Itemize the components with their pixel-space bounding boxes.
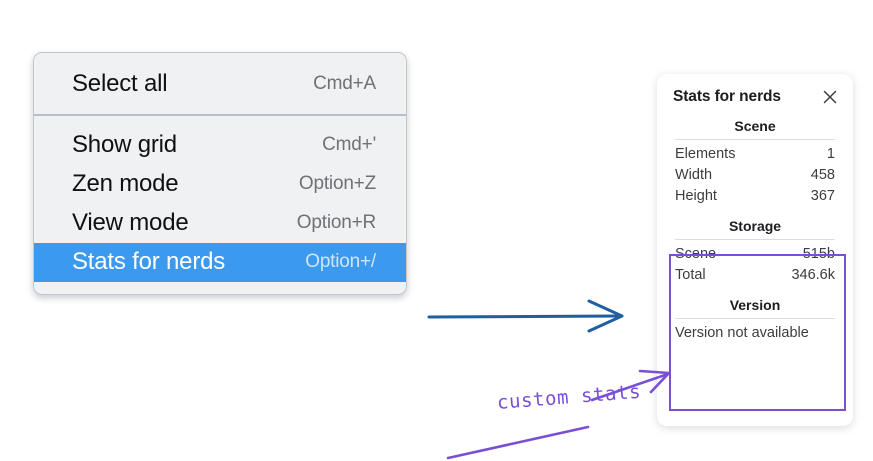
- menu-item-label: Stats for nerds: [72, 248, 226, 275]
- menu-item-stats-for-nerds[interactable]: Stats for nerds Option+/: [34, 243, 406, 282]
- menu-item-label: View mode: [72, 209, 189, 236]
- stat-row-height: Height 367: [673, 185, 837, 206]
- close-icon[interactable]: [821, 88, 839, 106]
- menu-item-shortcut: Cmd+': [322, 134, 376, 155]
- stats-group-heading: Version: [729, 297, 781, 313]
- stat-value: 367: [810, 187, 835, 204]
- menu-item-shortcut: Option+Z: [298, 173, 376, 194]
- menu-item-shortcut: Option+R: [296, 212, 376, 233]
- blue-arrow-annotation: [427, 299, 624, 333]
- menu-item-show-grid[interactable]: Show grid Cmd+': [34, 126, 406, 165]
- divider: [675, 139, 835, 140]
- stat-row-elements: Elements 1: [673, 143, 837, 164]
- menu-item-shortcut: Option+/: [305, 251, 376, 272]
- stat-key: Scene: [675, 245, 717, 262]
- menu-item-select-all[interactable]: Select all Cmd+A: [34, 65, 406, 104]
- menu-item-shortcut: Cmd+A: [313, 73, 376, 94]
- stat-value: 346.6k: [791, 266, 835, 283]
- stat-version-value: Version not available: [675, 325, 809, 341]
- menu-section-selection: Select all Cmd+A: [34, 53, 406, 114]
- stats-group-version: Version Version not available: [669, 285, 841, 344]
- stats-group-heading: Scene: [734, 118, 776, 134]
- stat-key: Height: [675, 187, 717, 204]
- menu-item-label: Zen mode: [72, 170, 179, 197]
- canvas-context-menu[interactable]: Select all Cmd+A Show grid Cmd+' Zen mod…: [33, 52, 407, 295]
- stat-key: Elements: [675, 145, 736, 162]
- menu-item-label: Select all: [72, 70, 168, 97]
- stat-value: 1: [826, 145, 835, 162]
- stats-group-scene: Scene Elements 1 Width 458 Height 367: [669, 106, 841, 206]
- stat-key: Total: [675, 266, 706, 283]
- divider: [675, 239, 835, 240]
- menu-section-view: Show grid Cmd+' Zen mode Option+Z View m…: [34, 116, 406, 282]
- custom-stats-handwritten-label: custom stats: [496, 380, 642, 414]
- stat-value: 458: [810, 166, 835, 183]
- purple-underline-stroke: [446, 425, 590, 460]
- menu-item-label: Show grid: [72, 131, 177, 158]
- stat-row-scene-storage: Scene 515b: [673, 243, 837, 264]
- menu-item-zen-mode[interactable]: Zen mode Option+Z: [34, 165, 406, 204]
- stats-group-heading: Storage: [728, 218, 782, 234]
- stats-for-nerds-panel: Stats for nerds Scene Elements 1 Width 4…: [657, 74, 853, 426]
- menu-item-view-mode[interactable]: View mode Option+R: [34, 204, 406, 243]
- stat-row-total-storage: Total 346.6k: [673, 264, 837, 285]
- stat-value: 515b: [802, 245, 835, 262]
- stats-panel-title: Stats for nerds: [673, 88, 781, 105]
- menu-separator: [34, 114, 406, 116]
- stat-key: Width: [675, 166, 713, 183]
- stats-panel-titlebar: Stats for nerds: [669, 88, 841, 106]
- stats-group-storage: Storage Scene 515b Total 346.6k: [669, 206, 841, 285]
- stat-row-width: Width 458: [673, 164, 837, 185]
- divider: [675, 318, 835, 319]
